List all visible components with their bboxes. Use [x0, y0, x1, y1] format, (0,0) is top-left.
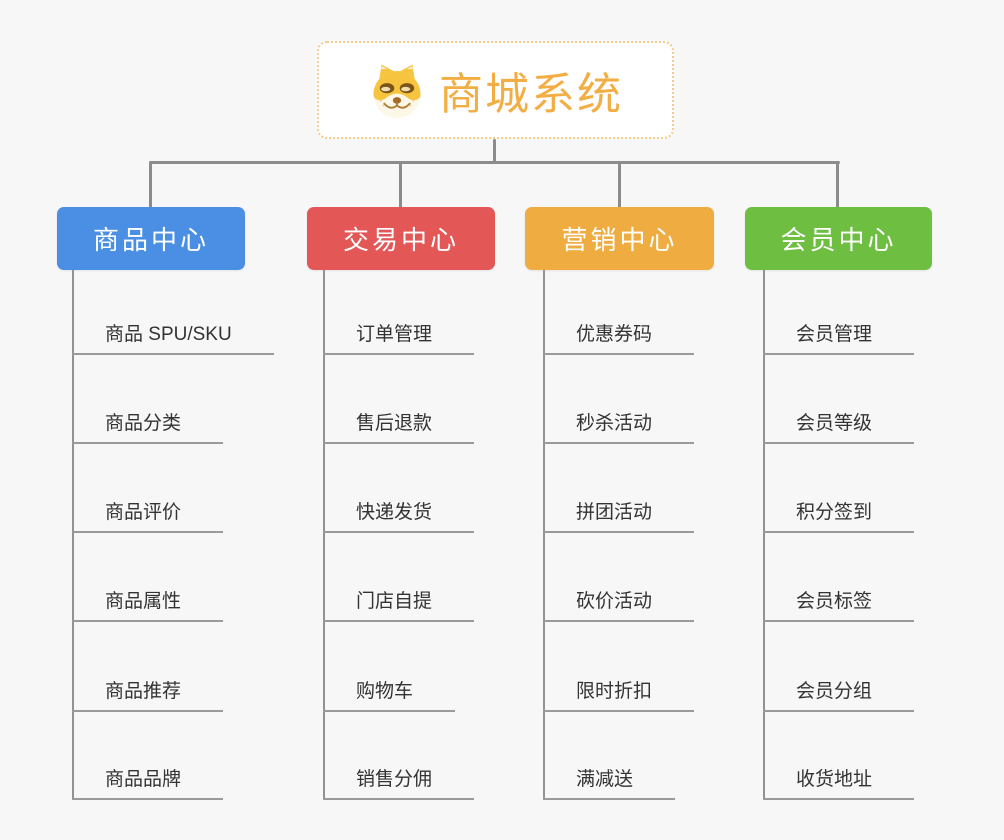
leaf-label: 优惠券码 — [576, 324, 653, 345]
leaf-label: 门店自提 — [356, 591, 433, 612]
leaf-node[interactable]: 收货地址 — [763, 758, 915, 800]
branch-node-3[interactable]: 营销中心 — [525, 207, 714, 270]
leaf-label: 售后退款 — [356, 413, 433, 434]
leaf-label: 会员等级 — [796, 413, 873, 434]
leaf-label: 销售分佣 — [356, 769, 433, 790]
leaf-node[interactable]: 砍价活动 — [543, 580, 695, 622]
leaf-label: 会员分组 — [796, 681, 873, 702]
branch-drop-line-1 — [149, 162, 152, 208]
leaf-label: 秒杀活动 — [576, 413, 653, 434]
branch-node-2[interactable]: 交易中心 — [307, 207, 495, 270]
branch-trunk-line-1 — [72, 270, 74, 800]
branch-trunk-line-2 — [323, 270, 325, 800]
leaf-label: 砍价活动 — [576, 591, 653, 612]
leaf-label: 拼团活动 — [576, 502, 653, 523]
leaf-label: 商品 SPU/SKU — [105, 324, 232, 345]
leaf-node[interactable]: 商品推荐 — [72, 670, 224, 712]
leaf-label: 快递发货 — [356, 502, 433, 523]
leaf-node[interactable]: 门店自提 — [323, 580, 475, 622]
leaf-node[interactable]: 商品评价 — [72, 491, 224, 533]
leaf-node[interactable]: 拼团活动 — [543, 491, 695, 533]
branch-drop-line-3 — [618, 162, 621, 208]
branch-node-1[interactable]: 商品中心 — [57, 207, 245, 270]
root-node[interactable]: 商城系统 — [317, 41, 674, 139]
leaf-node[interactable]: 会员标签 — [763, 580, 915, 622]
leaf-node[interactable]: 购物车 — [323, 670, 456, 712]
branch-trunk-line-4 — [763, 270, 765, 800]
branch-trunk-line-3 — [543, 270, 545, 800]
leaf-label: 积分签到 — [796, 502, 873, 523]
leaf-label: 会员管理 — [796, 324, 873, 345]
leaf-node[interactable]: 订单管理 — [323, 313, 475, 355]
root-drop-line — [493, 139, 496, 162]
leaf-node[interactable]: 销售分佣 — [323, 758, 475, 800]
leaf-label: 会员标签 — [796, 591, 873, 612]
leaf-node[interactable]: 会员等级 — [763, 402, 915, 444]
leaf-label: 商品分类 — [105, 413, 182, 434]
leaf-label: 限时折扣 — [576, 681, 653, 702]
leaf-node[interactable]: 售后退款 — [323, 402, 475, 444]
leaf-node[interactable]: 快递发货 — [323, 491, 475, 533]
leaf-label: 满减送 — [576, 769, 634, 790]
leaf-node[interactable]: 限时折扣 — [543, 670, 695, 712]
branch-drop-line-4 — [836, 162, 839, 208]
leaf-label: 收货地址 — [796, 769, 873, 790]
bus-line — [149, 161, 840, 164]
leaf-node[interactable]: 商品分类 — [72, 402, 224, 444]
leaf-node[interactable]: 会员分组 — [763, 670, 915, 712]
leaf-node[interactable]: 商品属性 — [72, 580, 224, 622]
leaf-node[interactable]: 积分签到 — [763, 491, 915, 533]
branch-drop-line-2 — [399, 162, 402, 208]
shiba-dog-icon — [373, 64, 421, 119]
root-title: 商城系统 — [439, 70, 623, 119]
leaf-label: 商品品牌 — [105, 769, 182, 790]
leaf-node[interactable]: 秒杀活动 — [543, 402, 695, 444]
leaf-node[interactable]: 商品品牌 — [72, 758, 224, 800]
leaf-node[interactable]: 会员管理 — [763, 313, 915, 355]
leaf-label: 商品评价 — [105, 502, 182, 523]
leaf-label: 商品推荐 — [105, 681, 182, 702]
leaf-label: 购物车 — [356, 681, 414, 702]
leaf-node[interactable]: 商品 SPU/SKU — [72, 313, 274, 355]
leaf-node[interactable]: 优惠券码 — [543, 313, 695, 355]
branch-node-4[interactable]: 会员中心 — [745, 207, 932, 270]
leaf-label: 商品属性 — [105, 591, 182, 612]
leaf-label: 订单管理 — [356, 324, 433, 345]
leaf-node[interactable]: 满减送 — [543, 758, 676, 800]
